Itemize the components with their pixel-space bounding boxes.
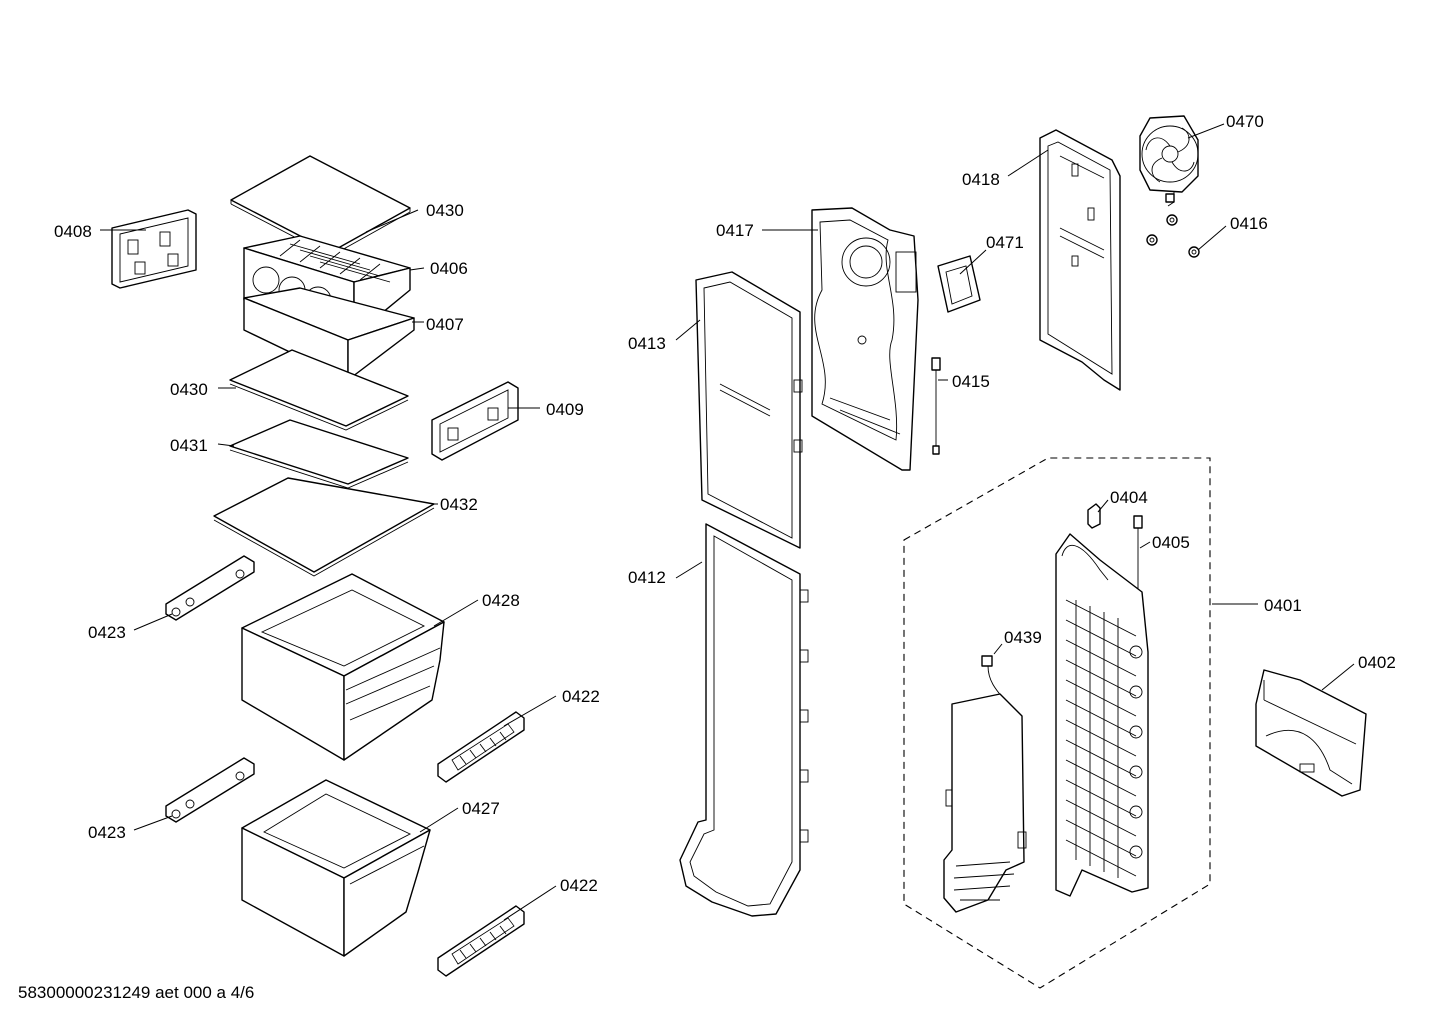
label-0422-upper: 0422: [562, 687, 600, 706]
label-0431: 0431: [170, 436, 208, 455]
label-0401: 0401: [1264, 596, 1302, 615]
label-0427: 0427: [462, 799, 500, 818]
part-0412-liner-panel: [679, 523, 809, 917]
part-0431-glass-shelf: [229, 419, 409, 489]
part-0409-bracket: [431, 381, 519, 461]
label-0415: 0415: [952, 372, 990, 391]
part-0470-fan: [1139, 115, 1199, 207]
label-0412: 0412: [628, 568, 666, 587]
document-id-footer: 58300000231249 aet 000 a 4/6: [18, 983, 254, 1002]
part-0404-clip: [1087, 503, 1101, 529]
label-0417: 0417: [716, 221, 754, 240]
label-0439: 0439: [1004, 628, 1042, 647]
label-0430-middle: 0430: [170, 380, 208, 399]
label-0432: 0432: [440, 495, 478, 514]
part-0413-panel: [695, 271, 803, 549]
part-0430-glass-shelf-top: [230, 155, 411, 257]
part-0402-housing: [1255, 669, 1367, 797]
label-0413: 0413: [628, 334, 666, 353]
part-0471-gasket: [937, 255, 981, 313]
label-0428: 0428: [482, 591, 520, 610]
label-0405: 0405: [1152, 533, 1190, 552]
label-0470: 0470: [1226, 112, 1264, 131]
label-0402: 0402: [1358, 653, 1396, 672]
part-0416-grommets: [1146, 214, 1200, 258]
part-0423-rail-upper: [165, 555, 255, 621]
label-0408: 0408: [54, 222, 92, 241]
label-0406: 0406: [430, 259, 468, 278]
part-0408-bracket: [111, 209, 197, 289]
part-0427-drawer-lower: [241, 779, 431, 957]
label-0471: 0471: [986, 233, 1024, 252]
part-evaporator: [1055, 533, 1149, 897]
part-0418-back-cover: [1039, 129, 1121, 391]
part-0417-air-duct: [811, 207, 919, 471]
leader-lines: [100, 123, 1355, 921]
part-0422-rail-upper: [437, 711, 525, 783]
part-0428-drawer-upper: [241, 573, 445, 761]
label-0423-lower: 0423: [88, 823, 126, 842]
label-0430-top: 0430: [426, 201, 464, 220]
part-0407-tray-base: [243, 287, 415, 381]
label-0409: 0409: [546, 400, 584, 419]
label-0418: 0418: [962, 170, 1000, 189]
part-0439-defrost-heater: [943, 655, 1027, 913]
label-0407: 0407: [426, 315, 464, 334]
part-0430-glass-shelf-middle: [229, 349, 409, 431]
part-0422-rail-lower: [437, 905, 525, 977]
label-0416: 0416: [1230, 214, 1268, 233]
part-0423-rail-lower: [165, 757, 255, 823]
label-0423-upper: 0423: [88, 623, 126, 642]
part-0415-sensor: [931, 357, 941, 455]
label-0422-lower: 0422: [560, 876, 598, 895]
label-0404: 0404: [1110, 488, 1148, 507]
